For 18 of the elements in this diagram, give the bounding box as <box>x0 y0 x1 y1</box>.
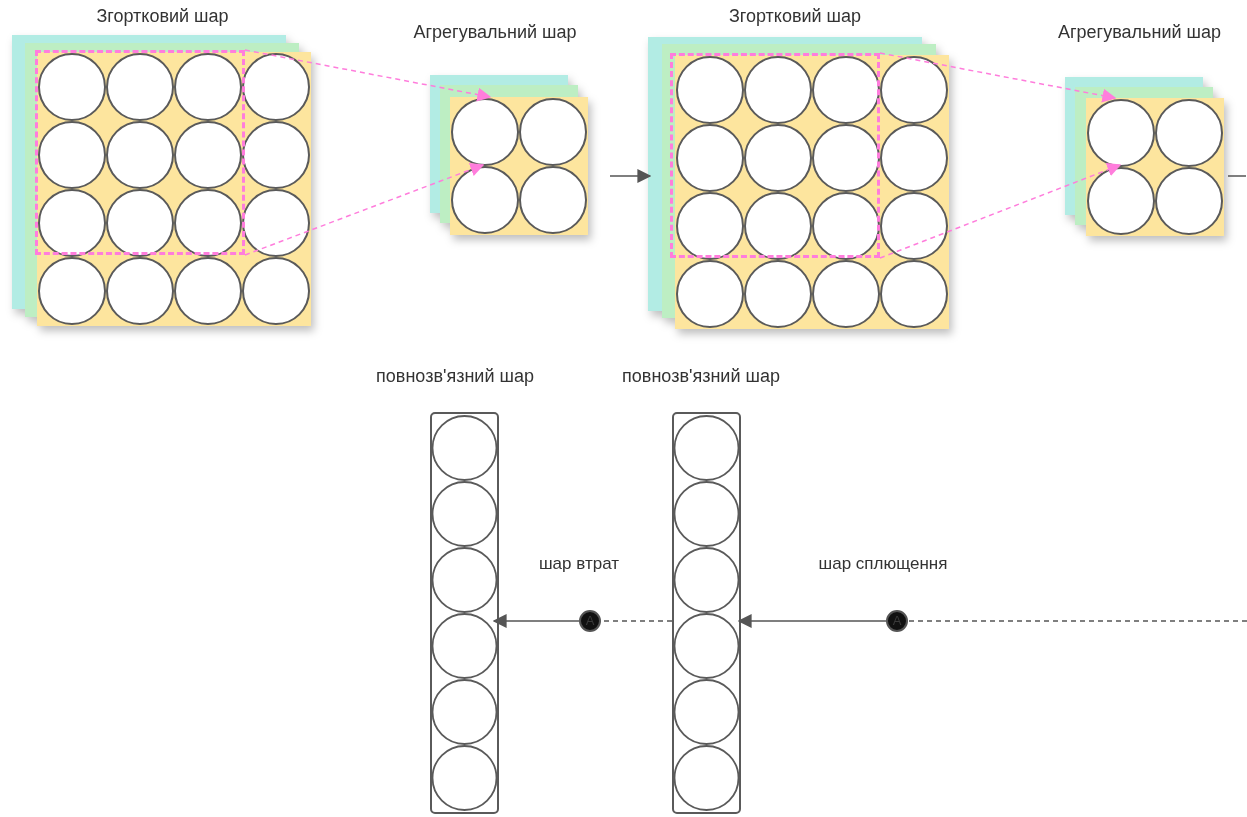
arrow <box>609 169 652 183</box>
arrow <box>492 614 580 628</box>
layer-title: повнозв'язний шар <box>375 366 535 387</box>
layer-caption: шар втрат <box>539 554 619 574</box>
layer-caption: шар сплющення <box>818 554 948 574</box>
layer-title: повнозв'язний шар <box>621 366 781 387</box>
arrow <box>737 614 887 628</box>
layer-title: Агрегувальний шар <box>412 22 578 43</box>
arrow <box>879 52 1117 103</box>
connector-line <box>907 620 1247 622</box>
layer-title: Згортковий шар <box>727 6 863 27</box>
arrow <box>879 163 1122 259</box>
receptive-field-box <box>670 53 880 258</box>
layer-title: Згортковий шар <box>95 6 230 27</box>
layer-title: Агрегувальний шар <box>1057 22 1222 43</box>
connector-line <box>1227 175 1247 177</box>
receptive-field-box <box>35 50 245 255</box>
arrow <box>244 49 492 102</box>
